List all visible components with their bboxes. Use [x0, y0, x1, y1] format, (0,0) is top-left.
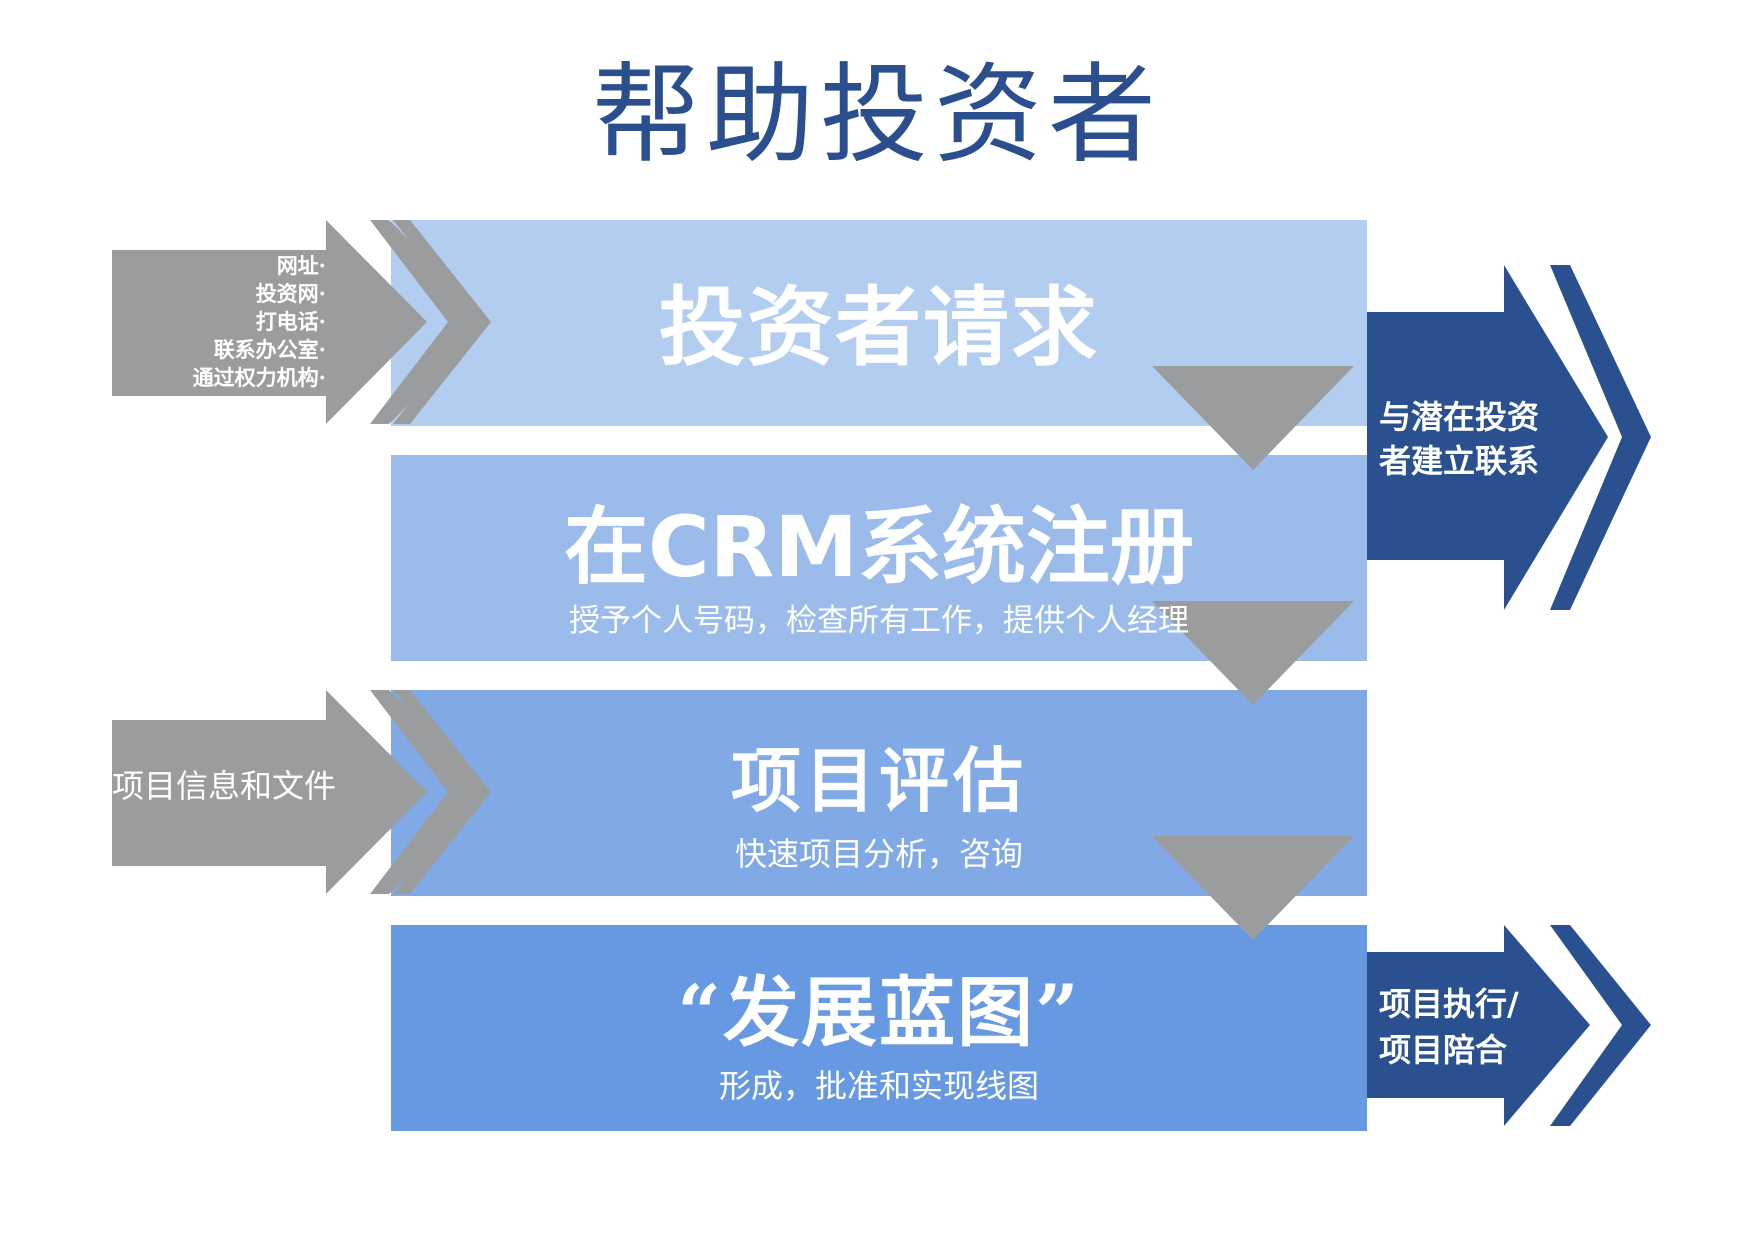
right-arrow-1-chevron — [1550, 265, 1651, 610]
input-channel-authority: 通过权力机构· — [192, 365, 326, 390]
input-channel-phone: 打电话· — [255, 309, 326, 334]
step-4-subtitle: 形成，批准和实现线图 — [718, 1067, 1039, 1105]
step-2-subtitle: 授予个人号码，检查所有工作，提供个人经理 — [569, 603, 1189, 639]
step-1-title: 投资者请求 — [659, 277, 1099, 378]
right-arrow-1-body — [1367, 265, 1608, 610]
left-arrow-2-chevron-b — [393, 690, 491, 894]
left-arrow-1-body — [112, 220, 427, 424]
input-channels-list: 网址· 投资网· 打电话· 联系办公室· 通过权力机构· — [112, 252, 326, 392]
connector-triangle-3 — [1152, 836, 1354, 940]
left-arrow-1-chevron-a — [370, 220, 491, 424]
output-1-line-1: 与潜在投资 — [1379, 398, 1540, 436]
connector-triangle-2 — [1152, 601, 1354, 705]
step-4-title: “发展蓝图” — [677, 968, 1081, 1057]
left-arrow-2-body — [112, 690, 427, 894]
right-arrow-2-body — [1367, 925, 1590, 1126]
left-arrow-2-chevron-a — [370, 690, 491, 894]
step-2-title: 在CRM系统注册 — [564, 498, 1194, 596]
step-3-subtitle: 快速项目分析，咨询 — [734, 835, 1023, 873]
input-project-info-label: 项目信息和文件 — [112, 767, 337, 805]
input-channel-investment-site: 投资网· — [255, 281, 326, 306]
input-channel-office: 联系办公室· — [213, 337, 326, 362]
connector-triangle-1 — [1152, 366, 1354, 470]
page-title: 帮助投资者 — [591, 53, 1162, 178]
input-channel-website: 网址· — [276, 253, 326, 278]
output-2-line-1: 项目执行/ — [1379, 985, 1519, 1023]
band-development-blueprint — [391, 925, 1367, 1131]
output-1-line-2: 者建立联系 — [1379, 442, 1540, 480]
output-2-line-2: 项目陪合 — [1379, 1031, 1508, 1069]
step-3-title: 项目评估 — [731, 739, 1027, 822]
left-arrow-1-chevron-b — [393, 220, 491, 424]
right-arrow-2-chevron — [1550, 925, 1651, 1126]
